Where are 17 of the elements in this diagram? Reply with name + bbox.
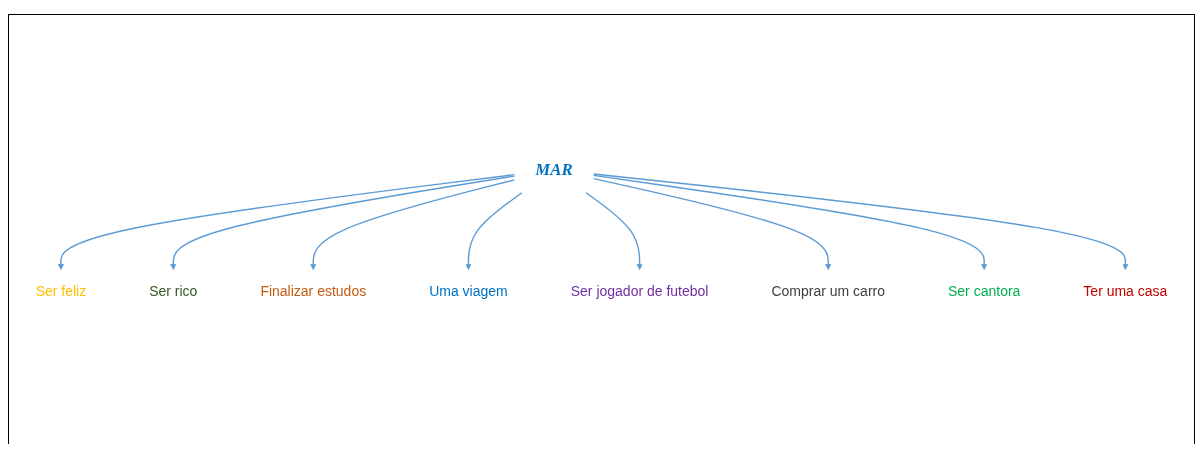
node-text: Finalizar estudos xyxy=(260,283,367,299)
arrow xyxy=(170,175,516,271)
arrow xyxy=(593,173,1129,271)
arrow xyxy=(310,179,516,271)
node-text: Ter uma casa xyxy=(1083,283,1168,299)
arrow xyxy=(585,192,643,271)
arrow xyxy=(465,192,523,271)
node-text: Ser cantora xyxy=(948,283,1021,299)
node-text: Ser jogador de futebol xyxy=(570,283,709,299)
node-text: Comprar um carro xyxy=(771,283,886,299)
arrow xyxy=(593,178,832,271)
node-text: Ser feliz xyxy=(35,283,87,299)
arrow xyxy=(593,175,988,271)
node-text: Uma viagem xyxy=(429,283,508,299)
node-text: Ser rico xyxy=(149,283,198,299)
node-text: MAR xyxy=(535,160,573,180)
arrow xyxy=(57,174,516,271)
